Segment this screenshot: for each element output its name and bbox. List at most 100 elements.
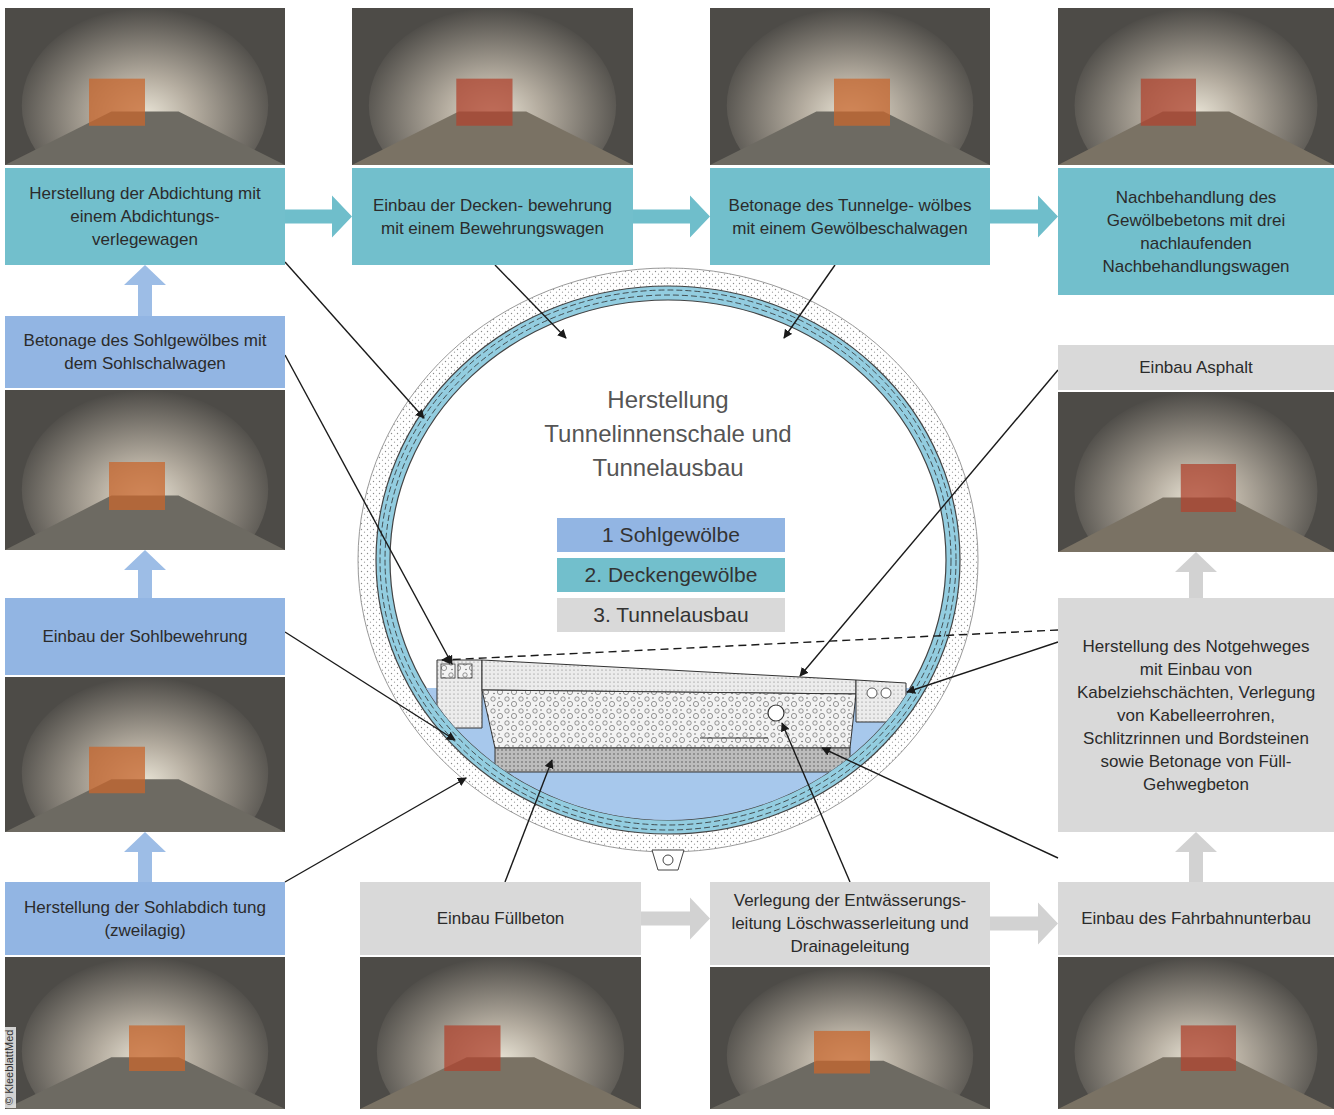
invert-construction <box>380 660 960 838</box>
invert-arch <box>380 688 960 838</box>
spacer <box>5 675 285 677</box>
pipe-line <box>700 738 768 739</box>
legend-text: 1 Sohlgewölbe <box>602 523 740 547</box>
step-label: Einbau der Sohlbewehrung <box>5 598 285 675</box>
asphalt-layer <box>482 660 856 694</box>
process-card: Einbau der Sohlbewehrung <box>5 598 285 832</box>
flow-arrow <box>1175 552 1217 598</box>
walkway-block <box>856 680 906 722</box>
tunnel-interior <box>390 300 946 820</box>
spacer <box>1058 955 1334 957</box>
cable-pipe <box>881 688 891 698</box>
walkway-block <box>437 660 482 728</box>
photo-machine <box>456 79 512 126</box>
flow-arrow <box>990 903 1058 945</box>
step-text: Herstellung des Notgehweges mit Einbau v… <box>1072 635 1320 796</box>
process-card: Herstellung des Notgehweges mit Einbau v… <box>1058 598 1334 832</box>
drain-pipe <box>768 705 784 721</box>
step-text: Einbau Asphalt <box>1139 356 1252 379</box>
site-photo <box>5 677 285 832</box>
photo-machine <box>109 462 165 510</box>
leader-line <box>285 355 452 664</box>
legend-swatch: 1 Sohlgewölbe <box>557 518 785 552</box>
site-photo <box>5 8 285 165</box>
flow-arrow <box>124 832 166 882</box>
process-card: Einbau des Fahrbahnunterbau <box>1058 882 1334 1109</box>
photo-machine <box>129 1025 185 1071</box>
leader-line <box>822 748 1058 858</box>
diagram-title: Herstellung Tunnelinnenschale und Tunnel… <box>518 383 818 485</box>
site-photo <box>5 390 285 550</box>
cable-duct <box>458 664 472 678</box>
site-photo <box>1058 8 1334 165</box>
site-photo <box>360 957 641 1109</box>
step-label: Betonage des Sohlgewölbes mit dem Sohlsc… <box>5 316 285 388</box>
drain-channel <box>652 850 684 870</box>
photo-machine <box>834 79 890 126</box>
photo-machine <box>1181 464 1236 512</box>
leader-line <box>495 265 566 338</box>
process-card: Herstellung der Sohlabdich tung (zweilag… <box>5 882 285 1109</box>
process-card: Betonage des Sohlgewölbes mit dem Sohlsc… <box>5 316 285 550</box>
step-label: Herstellung der Abdichtung mit einem Abd… <box>5 168 285 265</box>
flow-arrow <box>641 898 710 940</box>
legend-text: 3. Tunnelausbau <box>593 603 748 627</box>
leader-line <box>800 370 1058 676</box>
flow-arrow <box>285 196 352 238</box>
reinforcement-line <box>380 290 956 830</box>
spacer <box>1058 390 1334 392</box>
leader-line <box>285 632 455 740</box>
leader-line <box>784 265 835 338</box>
process-card: Einbau Asphalt <box>1058 345 1334 552</box>
step-label: Einbau Asphalt <box>1058 345 1334 390</box>
process-card: Herstellung der Abdichtung mit einem Abd… <box>5 8 285 265</box>
spacer <box>710 965 990 967</box>
step-label: Nachbehandlung des Gewölbebetons mit dre… <box>1058 168 1334 295</box>
photo-machine <box>814 1031 870 1074</box>
road-base <box>482 690 856 748</box>
step-text: Einbau des Fahrbahnunterbau <box>1081 907 1311 930</box>
legend: 1 Sohlgewölbe 2. Deckengewölbe 3. Tunnelau… <box>557 518 785 638</box>
photo-machine <box>89 747 145 794</box>
fill-concrete <box>495 748 850 772</box>
flow-arrow <box>633 196 710 238</box>
site-photo <box>1058 392 1334 552</box>
cable-duct <box>441 664 455 678</box>
process-card: Einbau der Decken- bewehrung mit einem B… <box>352 8 633 265</box>
process-card: Einbau Füllbeton <box>360 882 641 1109</box>
step-text: Einbau Füllbeton <box>437 907 565 930</box>
site-photo <box>1058 957 1334 1109</box>
step-text: Betonage des Sohlgewölbes mit dem Sohlsc… <box>19 329 271 375</box>
step-text: Einbau der Sohlbewehrung <box>42 625 247 648</box>
leader-lines <box>285 262 1058 882</box>
process-card: Verlegung der Entwässerungs- leitung Lös… <box>710 882 990 1109</box>
leader-line <box>285 778 466 882</box>
leader-line <box>907 642 1058 692</box>
flow-arrow <box>124 265 166 316</box>
drain-pipe <box>663 855 673 865</box>
process-card: Nachbehandlung des Gewölbebetons mit dre… <box>1058 8 1334 295</box>
flow-arrow <box>124 550 166 598</box>
step-label: Einbau Füllbeton <box>360 882 641 955</box>
leader-line <box>442 630 1058 660</box>
photo-machine <box>444 1025 500 1071</box>
step-label: Herstellung des Notgehweges mit Einbau v… <box>1058 598 1334 832</box>
inner-lining-ring <box>376 286 960 834</box>
spacer <box>5 955 285 957</box>
step-label: Herstellung der Sohlabdich tung (zweilag… <box>5 882 285 955</box>
photo-machine <box>1181 1025 1236 1071</box>
flow-arrow <box>990 196 1058 238</box>
step-label: Einbau der Decken- bewehrung mit einem B… <box>352 168 633 265</box>
site-photo <box>710 967 990 1109</box>
outer-rock-zone <box>358 268 978 852</box>
step-label: Betonage des Tunnelge- wölbes mit einem … <box>710 168 990 265</box>
leader-line <box>505 760 552 882</box>
leader-line <box>782 723 850 882</box>
site-photo <box>5 957 285 1109</box>
legend-swatch: 2. Deckengewölbe <box>557 558 785 592</box>
photo-machine <box>1141 79 1196 126</box>
step-text: Einbau der Decken- bewehrung mit einem B… <box>366 194 619 240</box>
photo-machine <box>89 79 145 126</box>
legend-swatch: 3. Tunnelausbau <box>557 598 785 632</box>
